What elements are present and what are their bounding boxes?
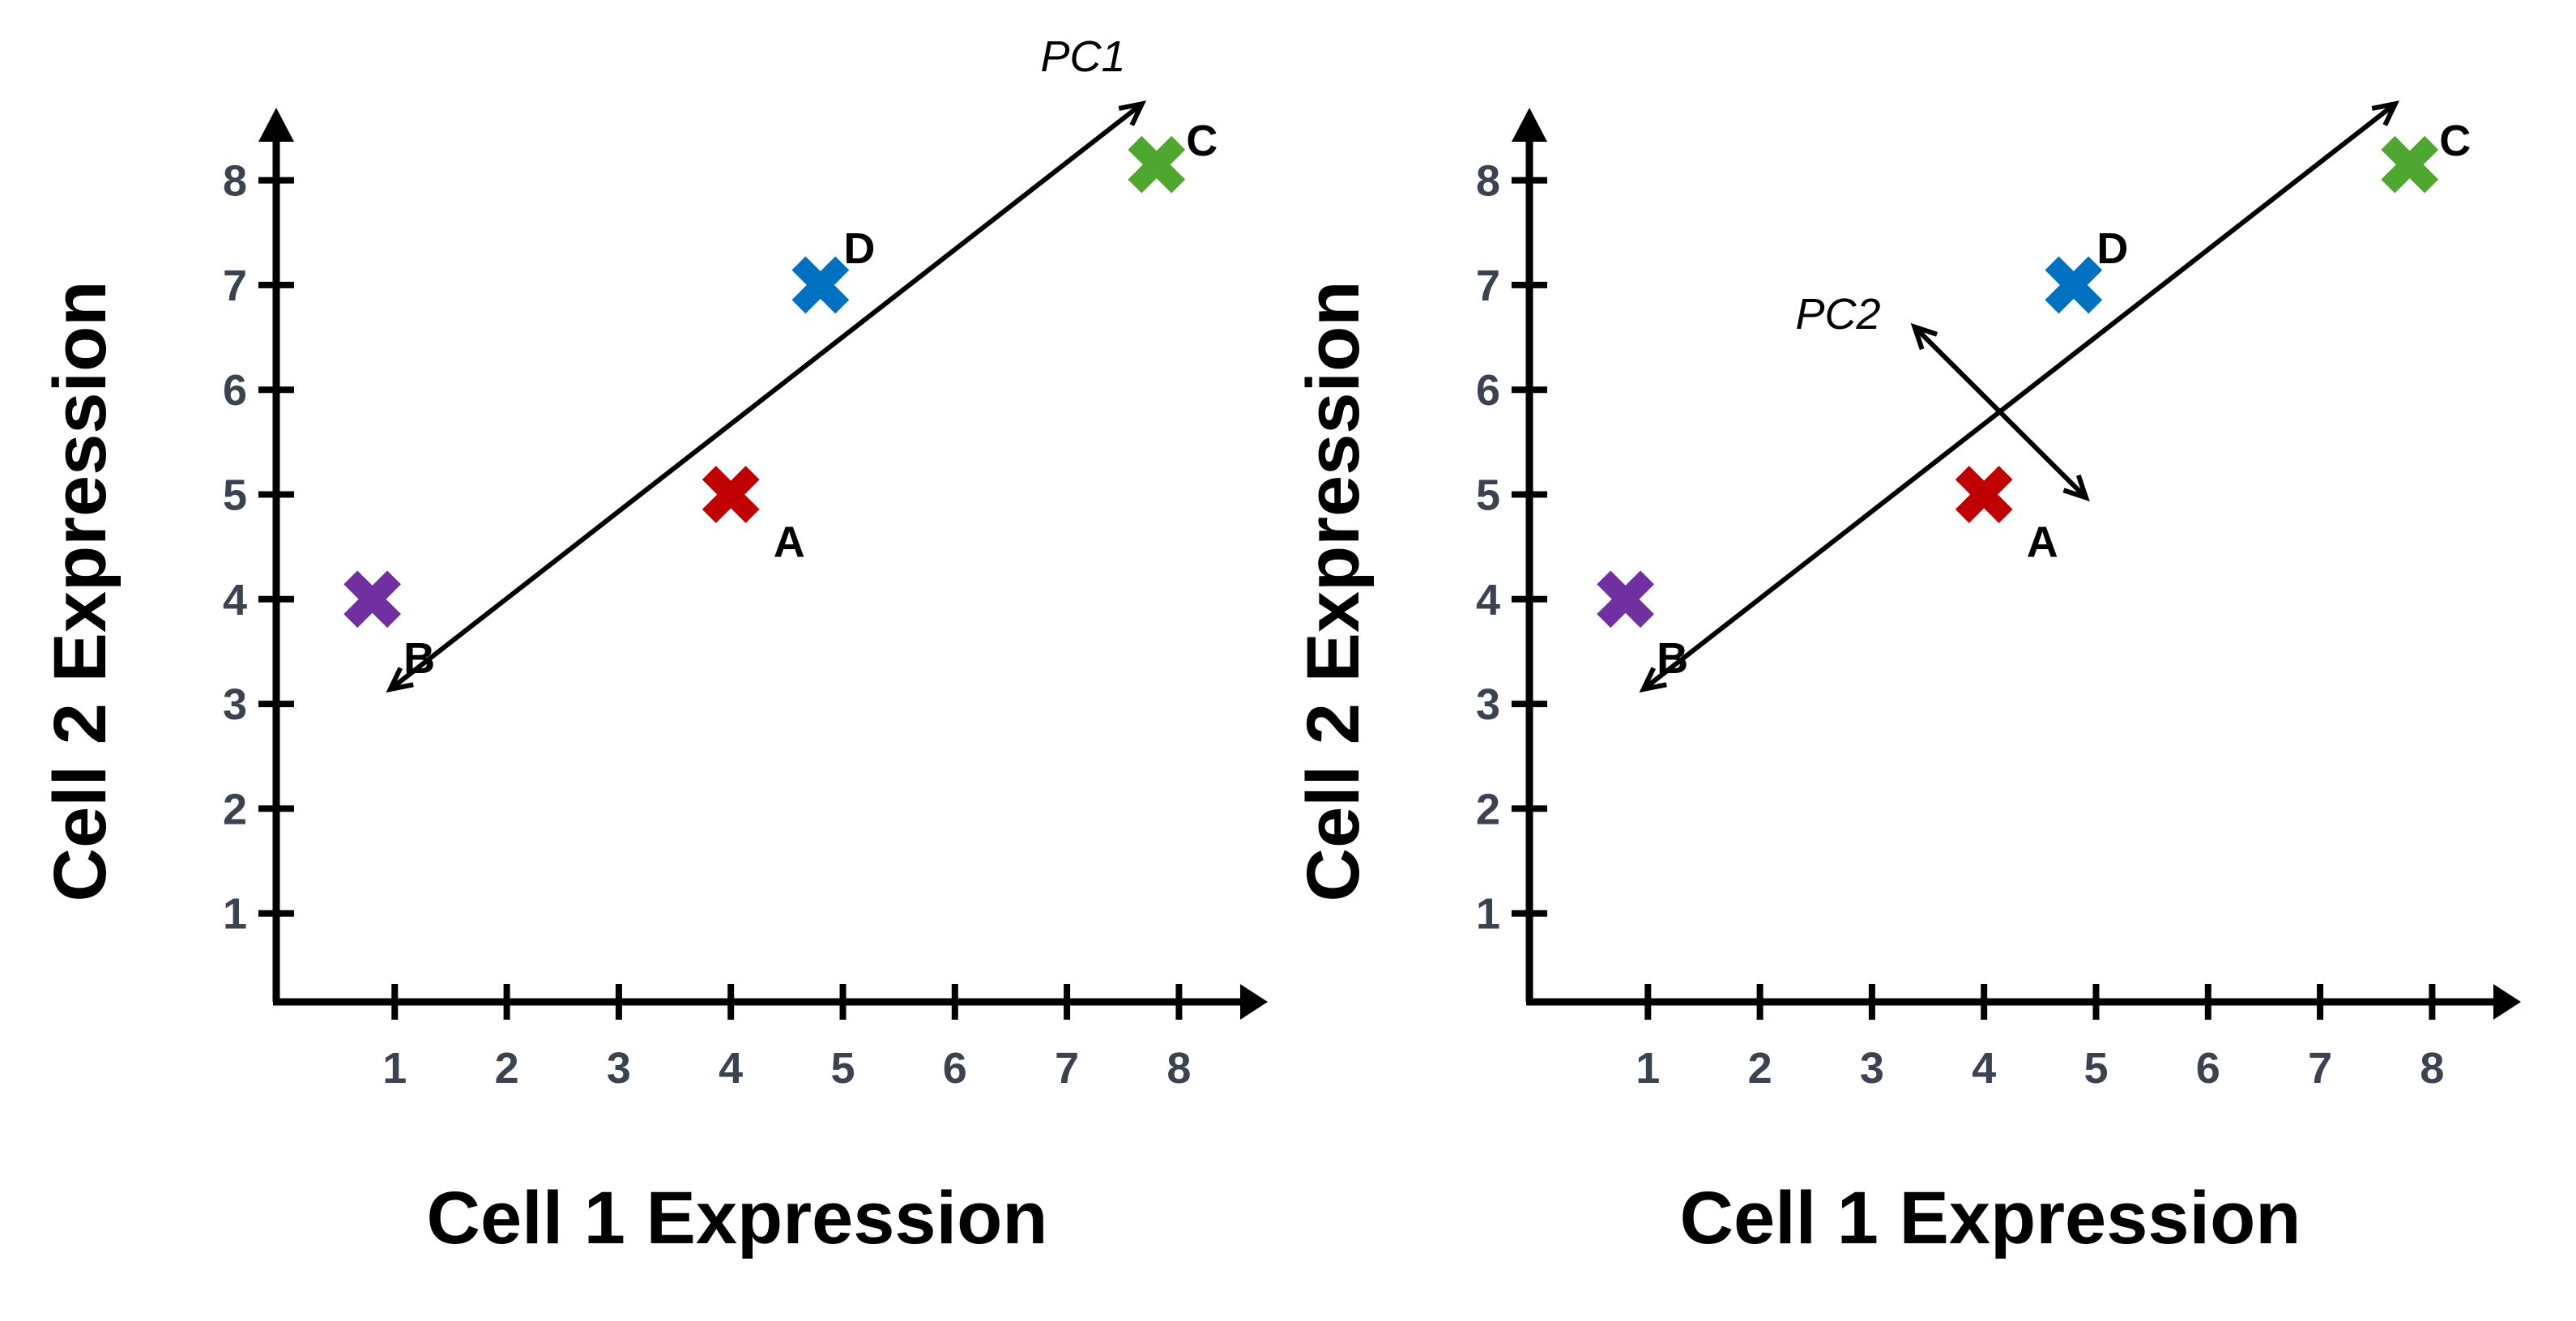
- x-tick-label: 4: [719, 1044, 743, 1093]
- y-axis-arrow-icon: [1512, 108, 1547, 142]
- pc1-label: PC1: [1040, 32, 1125, 81]
- x-tick-label: 5: [2083, 1044, 2108, 1093]
- point-label: A: [2027, 518, 2058, 567]
- x-tick-label: 6: [943, 1044, 967, 1093]
- data-point-b: [1597, 570, 1654, 629]
- data-point-b: [343, 570, 401, 629]
- data-point-d: [791, 256, 850, 314]
- pc1-arrow: [388, 101, 1144, 692]
- point-label: D: [843, 224, 875, 273]
- y-tick-label: 6: [1476, 366, 1500, 415]
- y-axis-title: Cell 2 Expression: [1292, 281, 1375, 902]
- y-tick-label: 7: [1476, 262, 1500, 310]
- pc2-arrow: [1913, 325, 2088, 500]
- x-tick-label: 8: [2420, 1044, 2444, 1093]
- y-tick-label: 8: [223, 157, 247, 206]
- x-tick-label: 4: [1972, 1044, 1996, 1093]
- x-marker-icon: [1128, 135, 1186, 194]
- x-marker-icon: [2381, 135, 2439, 194]
- pc2-label: PC2: [1795, 290, 1880, 339]
- y-axis-arrow-icon: [258, 108, 294, 142]
- x-axis-title: Cell 1 Expression: [427, 1177, 1048, 1259]
- x-tick-label: 2: [1748, 1044, 1772, 1093]
- y-tick-label: 7: [223, 262, 247, 310]
- x-tick-label: 7: [1055, 1044, 1079, 1093]
- point-label: A: [774, 518, 805, 567]
- x-tick-label: 5: [830, 1044, 855, 1093]
- y-tick-label: 2: [223, 785, 247, 833]
- x-tick-label: 1: [1636, 1044, 1660, 1093]
- y-tick-label: 1: [223, 890, 247, 939]
- pc2-arrow-tail-head-icon: [2062, 474, 2090, 502]
- y-tick-label: 3: [1476, 680, 1500, 729]
- y-tick-label: 5: [223, 471, 247, 520]
- x-tick-label: 8: [1166, 1044, 1191, 1093]
- point-label: B: [403, 634, 435, 683]
- point-label: C: [1186, 117, 1218, 165]
- x-tick-label: 2: [495, 1044, 519, 1093]
- x-tick-label: 3: [1860, 1044, 1884, 1093]
- y-tick-label: 3: [223, 680, 247, 729]
- x-tick-label: 1: [382, 1044, 407, 1093]
- point-label: B: [1657, 634, 1688, 683]
- point-label: C: [2439, 117, 2471, 165]
- data-point-a: [1955, 466, 2013, 523]
- pc1-arrow-head-icon: [2371, 100, 2400, 126]
- data-point-d: [2045, 256, 2103, 314]
- x-marker-icon: [791, 256, 850, 314]
- y-axis-title: Cell 2 Expression: [39, 281, 122, 902]
- y-tick-label: 6: [223, 366, 247, 415]
- x-marker-icon: [343, 570, 401, 629]
- x-tick-label: 7: [2308, 1044, 2332, 1093]
- y-tick-label: 2: [1476, 785, 1500, 833]
- y-tick-label: 4: [1476, 576, 1500, 624]
- x-axis-arrow-icon: [2493, 984, 2521, 1020]
- x-marker-icon: [702, 466, 760, 523]
- pc2-arrow-head-icon: [1910, 322, 1938, 351]
- y-tick-label: 4: [223, 576, 247, 624]
- y-tick-label: 8: [1476, 157, 1500, 206]
- y-tick-label: 5: [1476, 471, 1500, 520]
- x-marker-icon: [1597, 570, 1654, 629]
- point-label: D: [2096, 224, 2128, 273]
- data-point-c: [1128, 135, 1186, 194]
- x-axis-arrow-icon: [1240, 984, 1268, 1020]
- x-tick-label: 3: [607, 1044, 631, 1093]
- x-tick-label: 6: [2196, 1044, 2220, 1093]
- x-marker-icon: [1955, 466, 2013, 523]
- pc1-arrow-tail-head-icon: [386, 667, 414, 693]
- data-point-c: [2381, 135, 2439, 194]
- pc1-arrow-tail-head-icon: [1639, 667, 1667, 693]
- pc1-arrow: [1641, 101, 2397, 692]
- y-tick-label: 1: [1476, 890, 1500, 939]
- x-axis-title: Cell 1 Expression: [1680, 1177, 2301, 1259]
- pc1-arrow-head-icon: [1118, 100, 1147, 126]
- x-marker-icon: [2045, 256, 2103, 314]
- data-point-a: [702, 466, 760, 523]
